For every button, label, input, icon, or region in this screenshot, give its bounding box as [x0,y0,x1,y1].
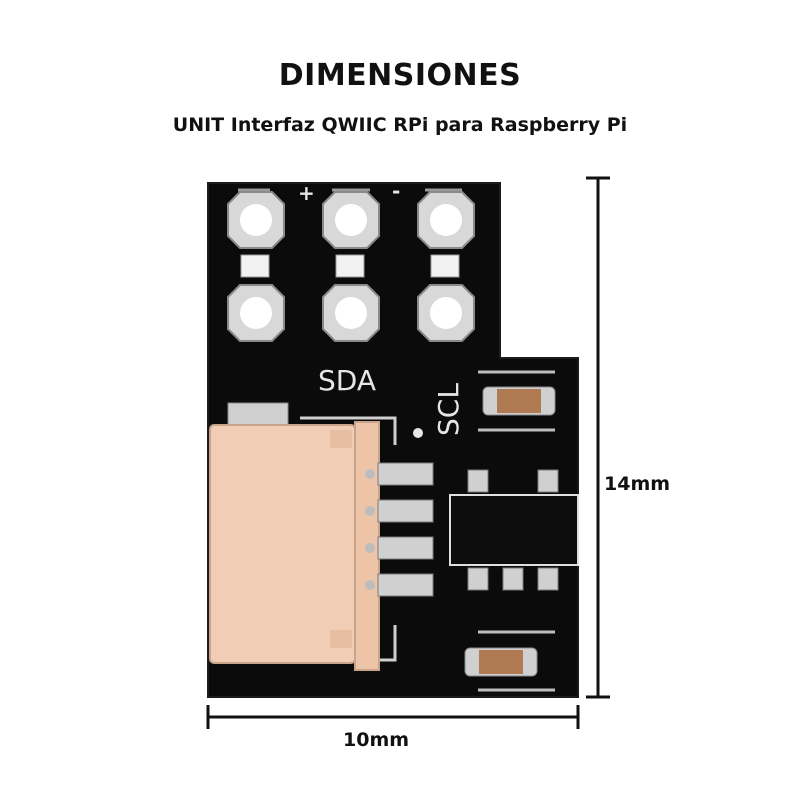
scl-label: SCL [432,383,465,436]
pin1-dot [413,428,423,438]
capacitor-top [478,370,556,432]
header-pads [227,191,475,342]
header-pad [322,284,380,342]
connector-pin [365,499,434,523]
header-pad [227,191,285,249]
width-dimension-label: 10mm [343,729,410,751]
qwiic-connector [209,421,380,671]
height-dimension-label: 14mm [604,473,671,495]
minus-marking: - [392,179,400,203]
voltage-regulator-ic [449,469,579,591]
connector-pin [365,573,434,597]
connector-pin [365,536,434,560]
connector-pin [365,462,434,486]
header-pad [417,284,475,342]
header-pad [322,191,380,249]
connector-pins [365,462,434,597]
header-pad [417,191,475,249]
page-subtitle: UNIT Interfaz QWIIC RPi para Raspberry P… [172,114,628,136]
header-pad [227,284,285,342]
connector-outline [300,416,397,445]
capacitor-bottom [464,630,555,692]
plus-marking: + [298,181,315,205]
page-title: DIMENSIONES [278,58,522,93]
jumper-pads [240,254,460,278]
height-dimension-line [586,176,610,699]
sda-label: SDA [318,364,376,397]
width-dimension-line [206,705,580,729]
